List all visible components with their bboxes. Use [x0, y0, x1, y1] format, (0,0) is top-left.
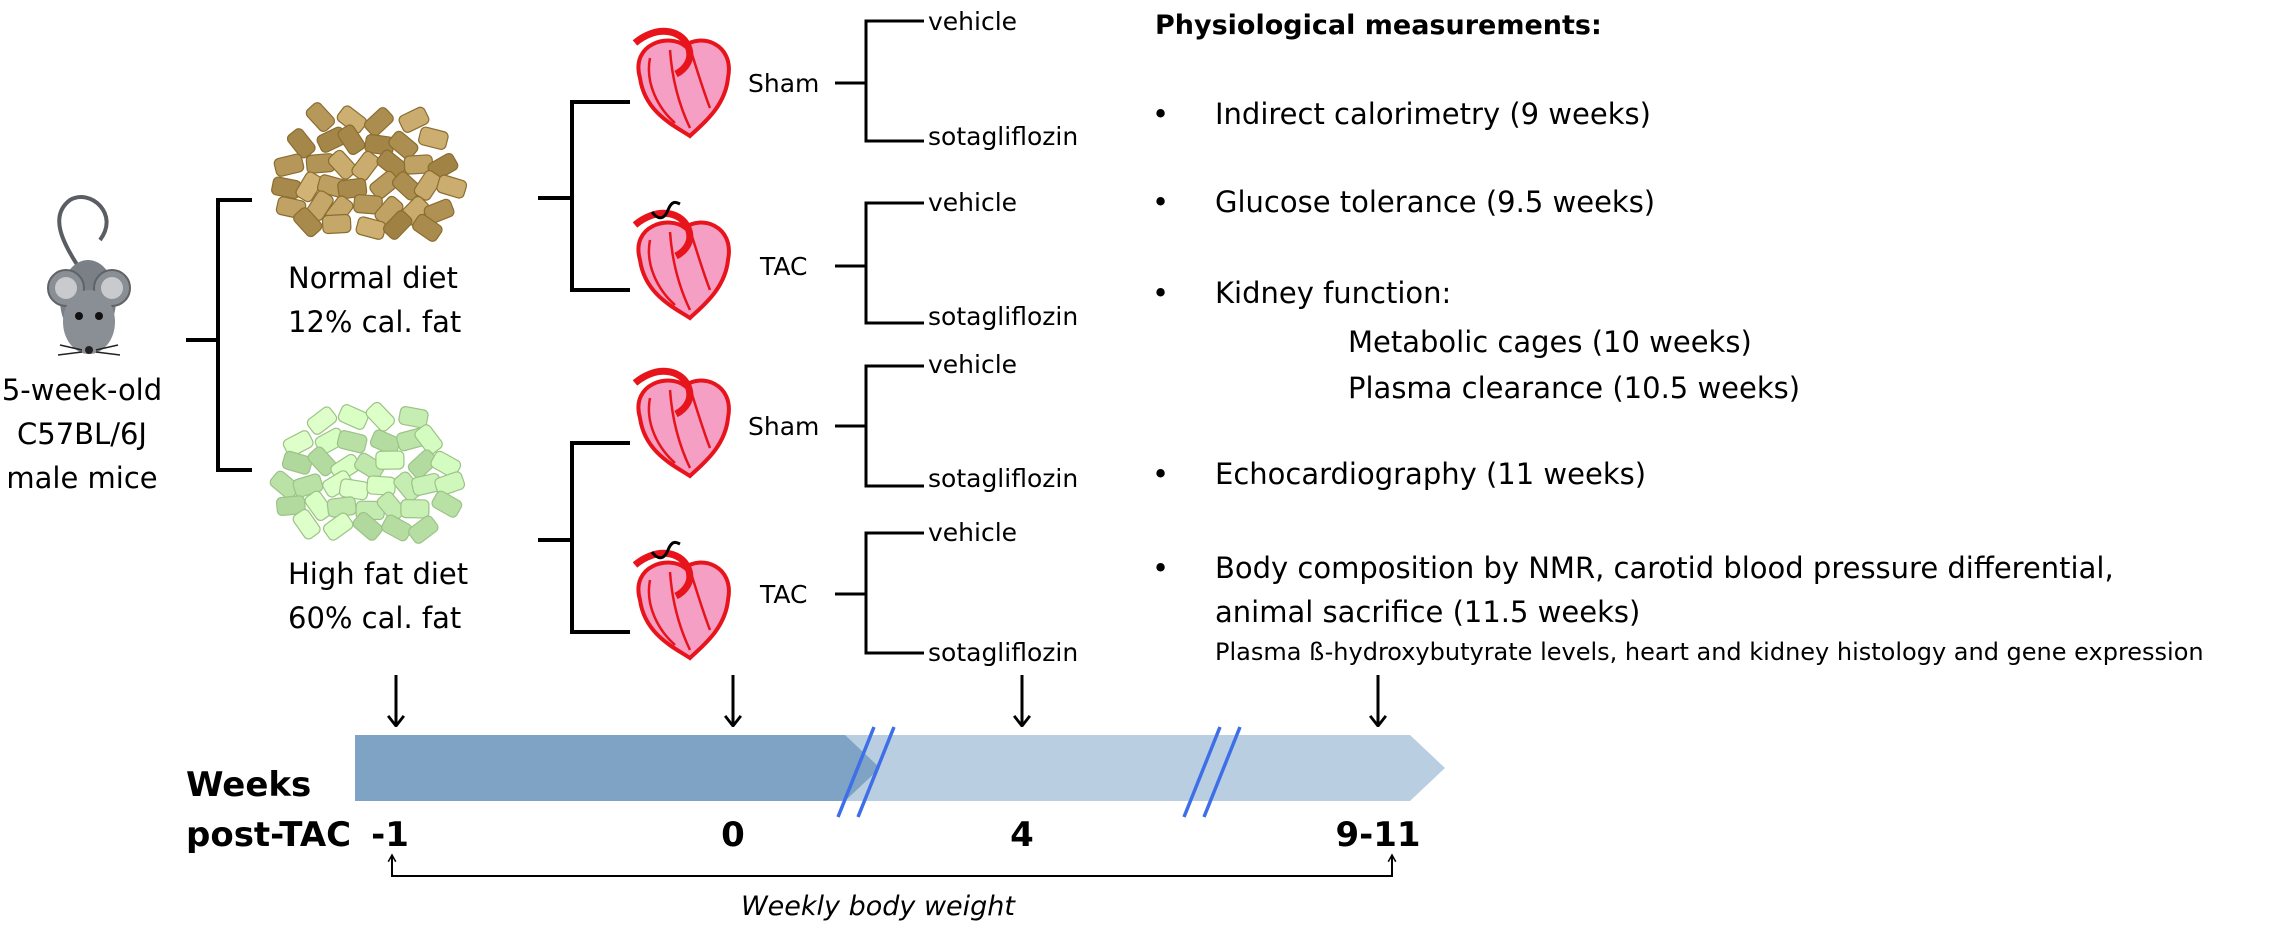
measurement-5-note: Plasma ß-hydroxybutyrate levels, heart a… — [1215, 638, 2204, 666]
hearts-group — [632, 27, 731, 661]
timeline-break-marks — [836, 726, 1242, 818]
measurements-title: Physiological measurements: — [1155, 10, 1602, 41]
normal-diet-fat: 12% cal. fat — [288, 305, 461, 339]
normal-diet-pellets-icon — [271, 102, 468, 242]
normal-diet-name: Normal diet — [288, 261, 458, 295]
measurement-5-line2: animal sacrifice (11.5 weeks) — [1215, 595, 1640, 629]
timeline-bar — [355, 735, 1445, 801]
mouse-icon — [47, 195, 131, 356]
tick-0: 0 — [721, 815, 745, 855]
measurement-1: Indirect calorimetry (9 weeks) — [1215, 97, 1651, 131]
high-fat-diet-name: High fat diet — [288, 557, 468, 591]
high-fat-diet-fat: 60% cal. fat — [288, 601, 461, 635]
bullet-3: • — [1152, 276, 1169, 310]
treatment-vehicle-1: vehicle — [928, 7, 1017, 36]
measurement-3-sub-2: Plasma clearance (10.5 weeks) — [1348, 371, 1800, 405]
surgery-label-tac-1: TAC — [759, 252, 807, 281]
measurement-3: Kidney function: — [1215, 276, 1451, 310]
measurement-2: Glucose tolerance (9.5 weeks) — [1215, 185, 1655, 219]
treatment-sotagliflozin-2: sotagliflozin — [928, 302, 1078, 331]
tick-4: 4 — [1010, 815, 1034, 855]
surgery-label-sham-2: Sham — [748, 412, 819, 441]
mouse-label-line1: 5-week-old — [2, 373, 162, 407]
treatment-vehicle-2: vehicle — [928, 188, 1017, 217]
treatment-vehicle-4: vehicle — [928, 518, 1017, 547]
tac-heart-icon — [632, 200, 731, 321]
timeline-label-line2: post-TAC — [186, 815, 351, 855]
weekly-body-weight-bracket — [392, 855, 1392, 877]
diet-branch-lines — [186, 198, 252, 472]
mouse-label-line2: C57BL/6J — [17, 417, 147, 451]
tick-9-11: 9-11 — [1335, 815, 1420, 855]
measurement-4: Echocardiography (11 weeks) — [1215, 457, 1646, 491]
tick-minus1: -1 — [371, 815, 409, 855]
sham-heart-icon — [632, 27, 731, 139]
surgery-branch-lines — [538, 100, 630, 634]
measurement-3-sub-1: Metabolic cages (10 weeks) — [1348, 325, 1752, 359]
treatment-sotagliflozin-4: sotagliflozin — [928, 638, 1078, 667]
bullet-2: • — [1152, 185, 1169, 219]
mouse-label-line3: male mice — [6, 461, 157, 495]
measurement-5-line1: Body composition by NMR, carotid blood p… — [1215, 551, 2114, 585]
treatment-vehicle-3: vehicle — [928, 350, 1017, 379]
bullet-1: • — [1152, 97, 1169, 131]
bullet-4: • — [1152, 457, 1169, 491]
tac-heart-icon — [632, 540, 731, 661]
high-fat-diet-pellets-icon — [269, 401, 466, 544]
treatment-sotagliflozin-1: sotagliflozin — [928, 122, 1078, 151]
weekly-body-weight-label: Weekly body weight — [741, 891, 1016, 922]
surgery-label-tac-2: TAC — [759, 580, 807, 609]
treatment-sotagliflozin-3: sotagliflozin — [928, 464, 1078, 493]
bullet-5: • — [1152, 551, 1169, 585]
sham-heart-icon — [632, 367, 731, 479]
treatment-branch-lines — [835, 19, 924, 655]
surgery-label-sham-1: Sham — [748, 69, 819, 98]
timepoint-arrows — [396, 675, 1378, 726]
timeline-label-line1: Weeks — [186, 765, 311, 805]
